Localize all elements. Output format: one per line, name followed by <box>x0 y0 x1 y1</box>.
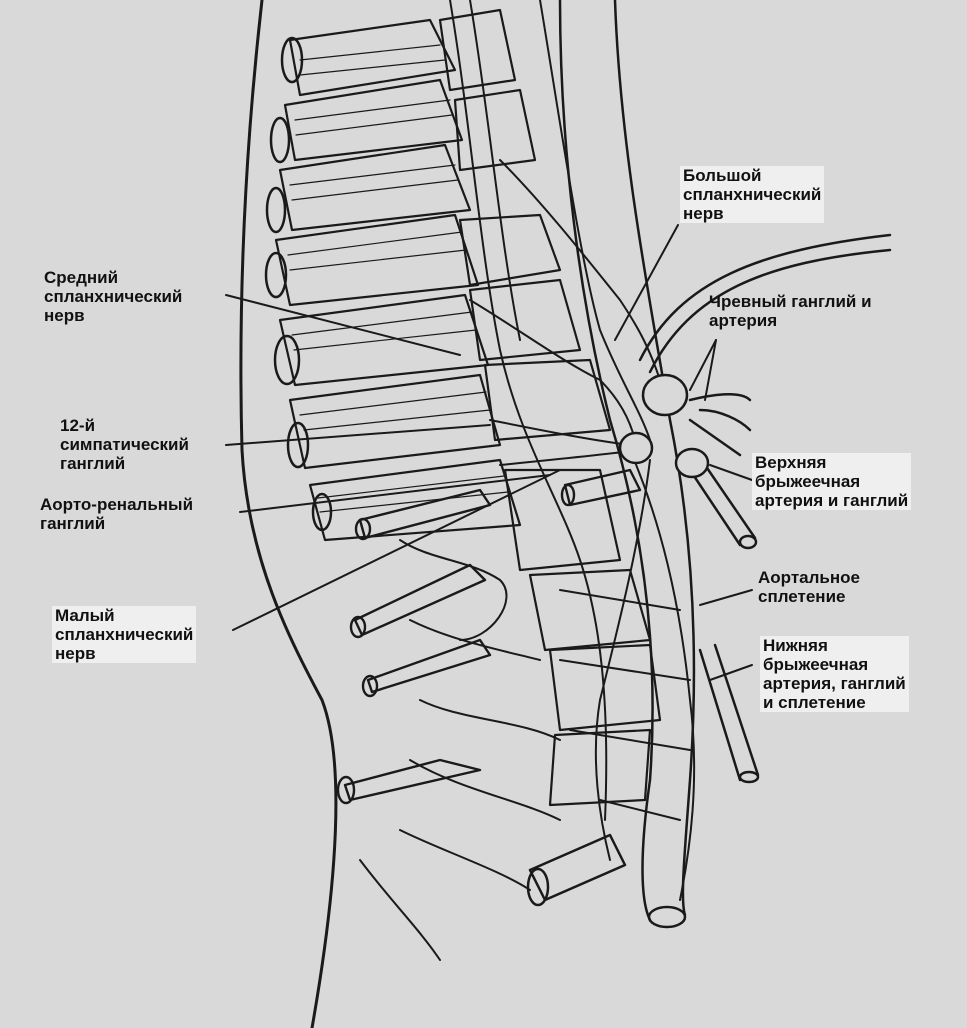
label-middle-splanchnic-nerve: Средний спланхнический нерв <box>44 268 182 325</box>
label-line: нерв <box>55 644 96 663</box>
label-line: Большой <box>683 166 762 185</box>
label-line: нерв <box>683 204 724 223</box>
inferior-mesenteric-artery <box>698 643 760 784</box>
sympathetic-chain <box>449 0 696 901</box>
label-line: ганглий <box>60 454 126 473</box>
label-line: спланхнический <box>683 185 822 204</box>
lumbar-region <box>359 539 561 961</box>
superior-mesenteric-artery <box>688 463 758 550</box>
celiac-artery <box>638 233 892 457</box>
label-line: Малый <box>55 606 115 625</box>
label-line: артерия и ганглий <box>755 491 909 510</box>
label-line: брыжеечная <box>763 655 869 674</box>
ganglia <box>618 373 710 479</box>
label-line: Нижняя <box>763 636 828 655</box>
rib-hatching <box>287 44 509 513</box>
transverse-processes <box>336 468 642 805</box>
label-line: ганглий <box>40 514 106 533</box>
rib-heads <box>264 36 333 532</box>
label-line: Средний <box>44 268 119 287</box>
label-lesser-splanchnic-nerve: Малый спланхнический нерв <box>52 606 197 663</box>
label-aortic-plexus: Аортальное сплетение <box>758 568 860 606</box>
label-line: артерия <box>709 311 778 330</box>
label-superior-mesenteric: Верхняя брыжеечная артерия и ганглий <box>752 453 912 510</box>
aorta <box>558 0 696 929</box>
label-line: артерия, ганглий <box>763 674 906 693</box>
label-line: Аортальное <box>758 568 860 587</box>
label-line: спланхнический <box>55 625 194 644</box>
label-line: 12-й <box>60 416 96 435</box>
label-line: Верхняя <box>755 453 827 472</box>
label-line: нерв <box>44 306 85 325</box>
iliac-vessel <box>526 833 627 907</box>
leader-lines <box>225 224 753 681</box>
label-line: сплетение <box>758 587 846 606</box>
vertebral-bodies <box>274 8 662 807</box>
label-12th-sympathetic-ganglion: 12-й симпатический ганглий <box>60 416 189 473</box>
label-aorticorenal-ganglion: Аорто-ренальный ганглий <box>40 495 193 533</box>
label-celiac-ganglion: Чревный ганглий и артерия <box>709 292 872 330</box>
label-greater-splanchnic-nerve: Большой спланхнический нерв <box>680 166 825 223</box>
label-line: брыжеечная <box>755 472 861 491</box>
label-line: и сплетение <box>763 693 866 712</box>
label-line: спланхнический <box>44 287 183 306</box>
label-line: симпатический <box>60 435 189 454</box>
label-line: Аорто-ренальный <box>40 495 194 514</box>
label-inferior-mesenteric: Нижняя брыжеечная артерия, ганглий и спл… <box>760 636 909 712</box>
label-line: Чревный ганглий и <box>709 292 872 311</box>
body-contour <box>239 0 338 1028</box>
